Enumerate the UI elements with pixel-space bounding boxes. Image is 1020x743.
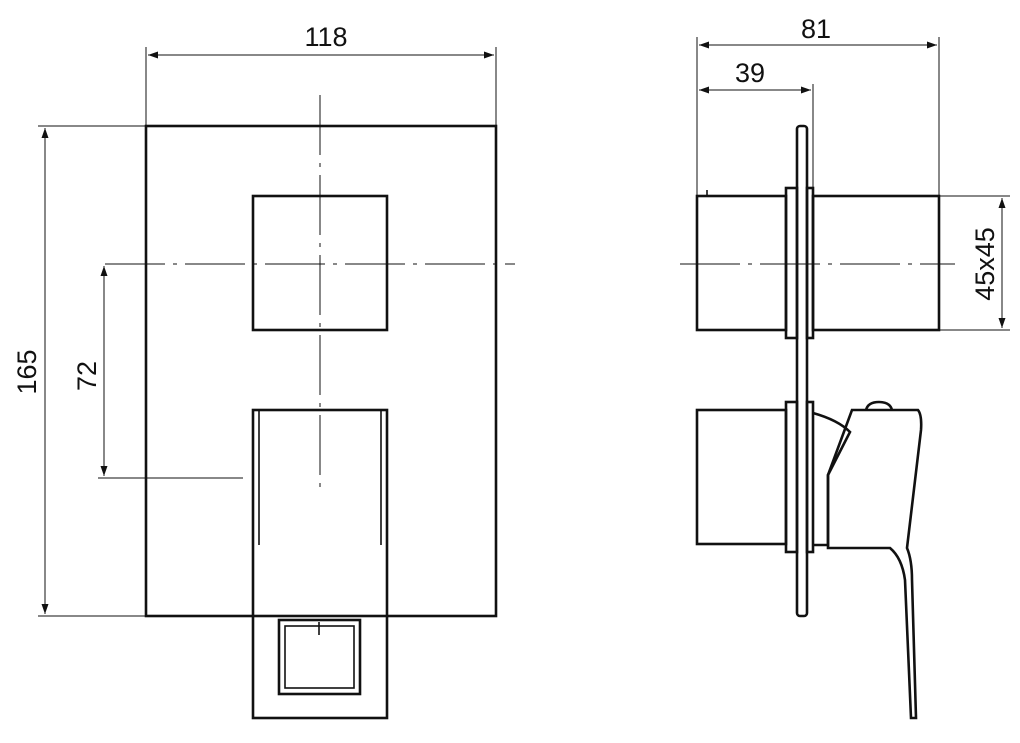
dim-height-label: 165 [12, 349, 42, 394]
side-lower-knob [695, 400, 815, 554]
lever-insert [277, 618, 362, 696]
lever-handle [251, 408, 389, 720]
side-upper-knob [695, 186, 941, 340]
cover-plate [144, 124, 498, 618]
dim-spacing-label: 72 [72, 361, 102, 391]
side-plate [795, 124, 809, 618]
side-lever-profile [812, 400, 923, 720]
side-view: 81 39 45x45 [680, 14, 1010, 720]
dim-width-label: 118 [304, 22, 347, 52]
front-view: 118 165 72 [12, 22, 515, 720]
dim-partial-depth-label: 39 [735, 58, 765, 88]
dim-knob-size-label: 45x45 [970, 227, 1000, 301]
dim-depth-label: 81 [801, 14, 831, 44]
